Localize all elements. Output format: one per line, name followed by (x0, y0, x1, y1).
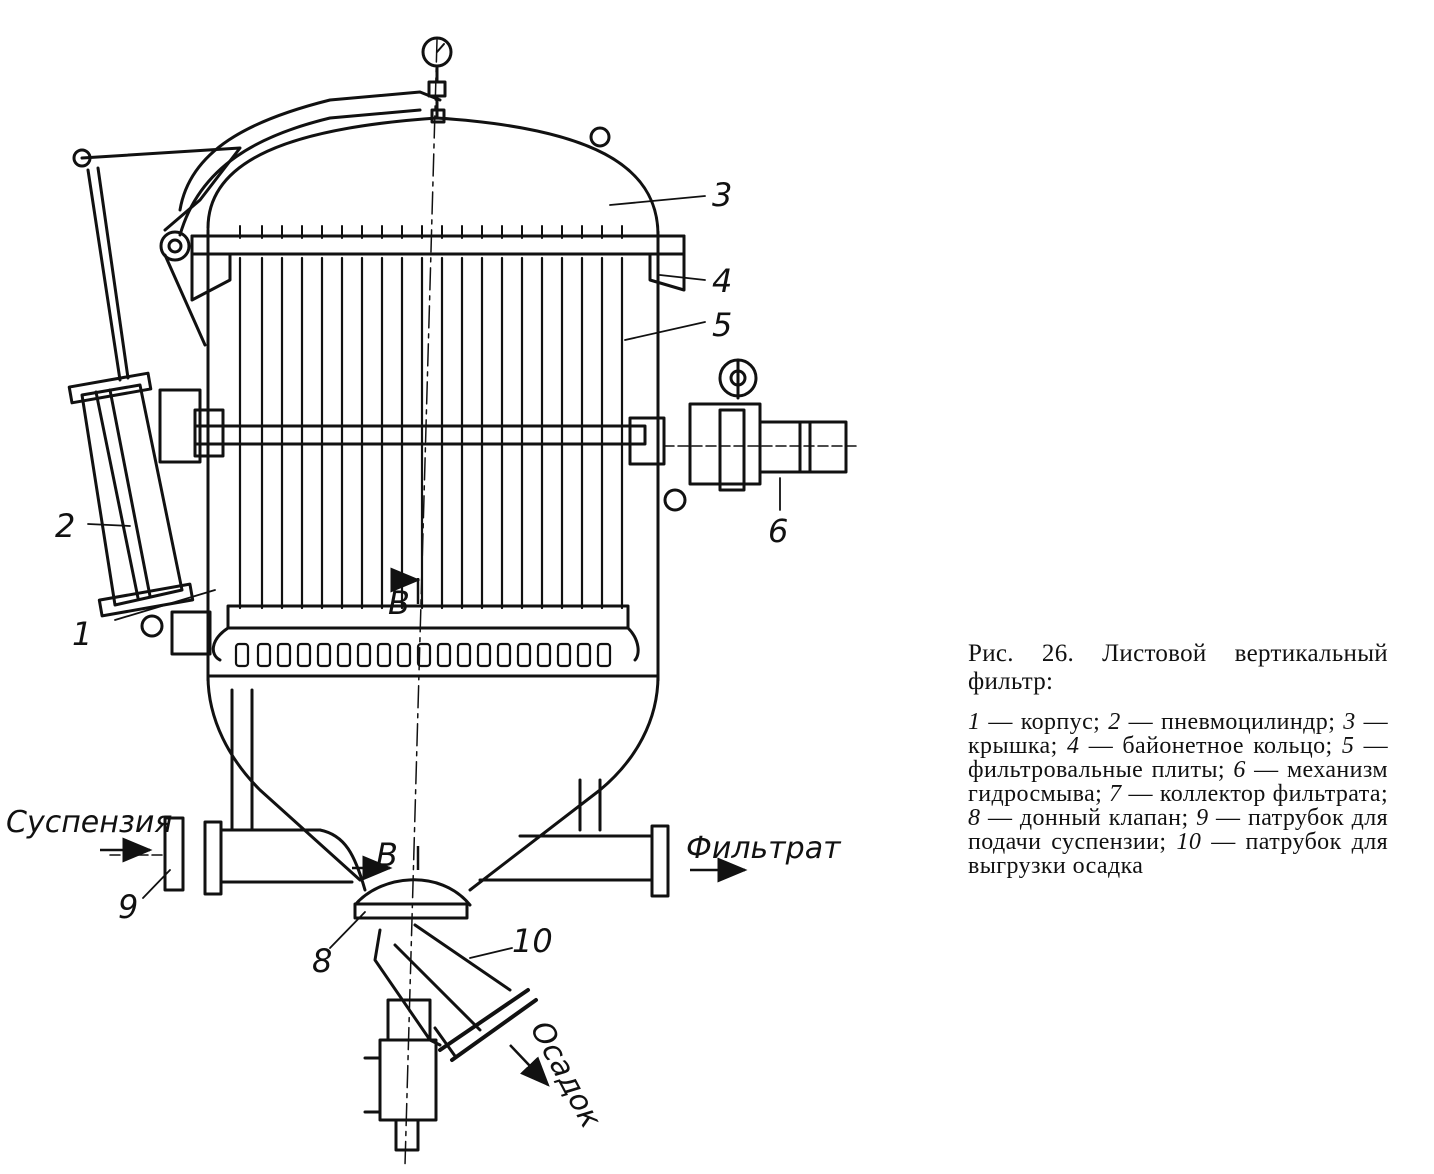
filtrate-outlet (478, 824, 670, 898)
bottom-cone (206, 674, 362, 882)
filtrate-collector (226, 604, 630, 630)
legend-text-10: патрубок для выгрузки осадка (968, 829, 1389, 879)
wash-mechanism (663, 358, 861, 512)
callout-8: 8 (312, 942, 332, 980)
caption-legend: 1 — корпус; 2 — пневмоцилиндр; 3 — крышк… (968, 709, 1389, 879)
suspension-inlet (109, 816, 367, 896)
legend-num-2: 2 (1108, 709, 1121, 735)
lifting-ring (589, 126, 611, 148)
caption-title: Рис. 26. Листовой вертикальный фильтр: (968, 640, 1388, 695)
bottom-valve (353, 878, 472, 920)
callout-4: 4 (712, 262, 732, 300)
filter-plates (238, 256, 624, 610)
legend-num-6: 6 (1233, 757, 1246, 783)
callout-1: 1 (72, 615, 92, 653)
collector-nozzles (234, 642, 612, 668)
callout-10: 10 (512, 922, 553, 960)
legend-text-3: крышка (968, 733, 1051, 759)
legend-text-9: патрубок для подачи суспензии (968, 805, 1389, 855)
section-mark-upper: В (388, 584, 410, 622)
callout-5: 5 (712, 306, 732, 344)
section-mark-lower: В (376, 836, 398, 874)
valve-drive (363, 998, 438, 1152)
legend-text-8: донный клапан (1019, 805, 1182, 831)
inlet-label: Суспензия (6, 805, 172, 840)
pressure-gauge-icon (421, 36, 453, 124)
legend-num-3: 3 (1343, 709, 1356, 735)
legend-num-9: 9 (1196, 805, 1209, 831)
legend-num-1: 1 (968, 709, 981, 735)
callout-3: 3 (712, 176, 732, 214)
legend-text-7: коллектор фильтрата (1159, 781, 1381, 807)
legend-num-10: 10 (1176, 829, 1202, 855)
legend-num-8: 8 (968, 805, 981, 831)
legend-num-4: 4 (1067, 733, 1080, 759)
legend-text-5: фильтровальные плиты (968, 757, 1218, 783)
discharge-label: Осадок (523, 1015, 608, 1134)
lever-arm (178, 90, 442, 212)
legend-text-4: байонетное кольцо (1122, 733, 1326, 759)
legend-text-2: пневмоцилиндр (1160, 709, 1329, 735)
callout-6: 6 (768, 512, 788, 550)
callout-2: 2 (55, 507, 75, 545)
pneumatic-cylinder (67, 166, 195, 638)
upper-bracket (80, 146, 242, 232)
bayonet-ring (190, 234, 686, 256)
legend-num-7: 7 (1109, 781, 1122, 807)
flow-arrow-icon (100, 567, 748, 1087)
figure-caption: Рис. 26. Листовой вертикальный фильтр: 1… (968, 640, 1388, 878)
filter-diagram: 1 2 3 4 5 6 8 9 10 В В Суспензия Фильтра… (6, 36, 861, 1166)
callout-9: 9 (118, 888, 138, 926)
legend-text-6: механизм гидросмыва (968, 757, 1389, 807)
legend-text-1: корпус (1020, 709, 1094, 735)
outlet-label: Фильтрат (686, 831, 842, 866)
legend-num-5: 5 (1341, 733, 1355, 759)
